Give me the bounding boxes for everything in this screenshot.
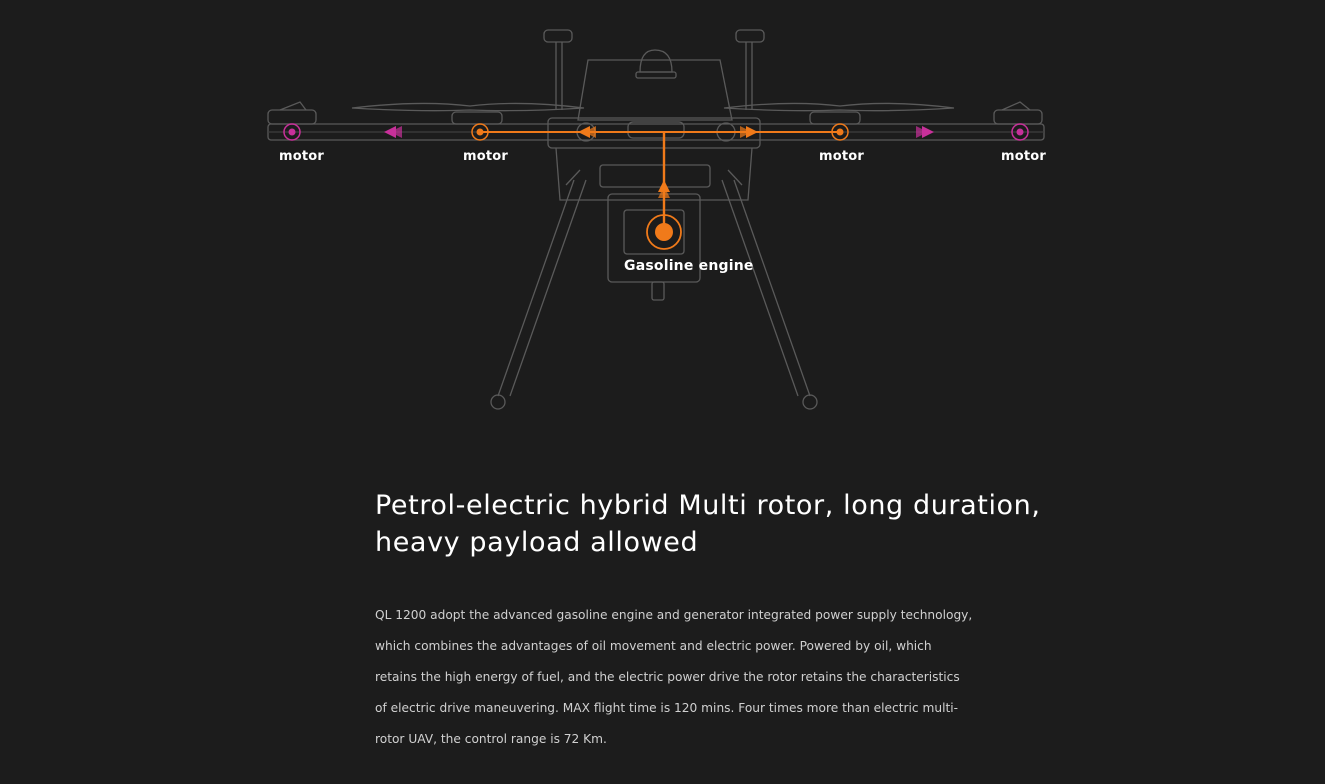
drone-frame <box>267 29 1045 410</box>
engine-node <box>646 214 682 250</box>
title-line-1: Petrol-electric hybrid Multi rotor, long… <box>375 490 1041 521</box>
motor-node-1 <box>283 123 301 141</box>
engine-label: Gasoline engine <box>624 258 754 274</box>
motor-node-3 <box>831 123 849 141</box>
motor-label-3: motor <box>819 149 865 164</box>
motor-label-1: motor <box>279 149 325 164</box>
power-flow <box>283 123 1029 250</box>
motor-label-2: motor <box>463 149 509 164</box>
description-line-4: of electric drive maneuvering. MAX fligh… <box>375 701 959 715</box>
page-title: Petrol-electric hybrid Multi rotor, long… <box>375 487 1095 561</box>
description-line-2: which combines the advantages of oil mov… <box>375 639 932 653</box>
description-line-3: retains the high energy of fuel, and the… <box>375 670 960 684</box>
description: QL 1200 adopt the advanced gasoline engi… <box>375 600 975 755</box>
description-line-5: rotor UAV, the control range is 72 Km. <box>375 732 607 746</box>
description-line-1: QL 1200 adopt the advanced gasoline engi… <box>375 608 973 622</box>
motor-node-2 <box>471 123 489 141</box>
drone-power-diagram <box>267 29 1045 410</box>
motor-node-4 <box>1011 123 1029 141</box>
title-line-2: heavy payload allowed <box>375 527 699 558</box>
motor-label-4: motor <box>1001 149 1047 164</box>
